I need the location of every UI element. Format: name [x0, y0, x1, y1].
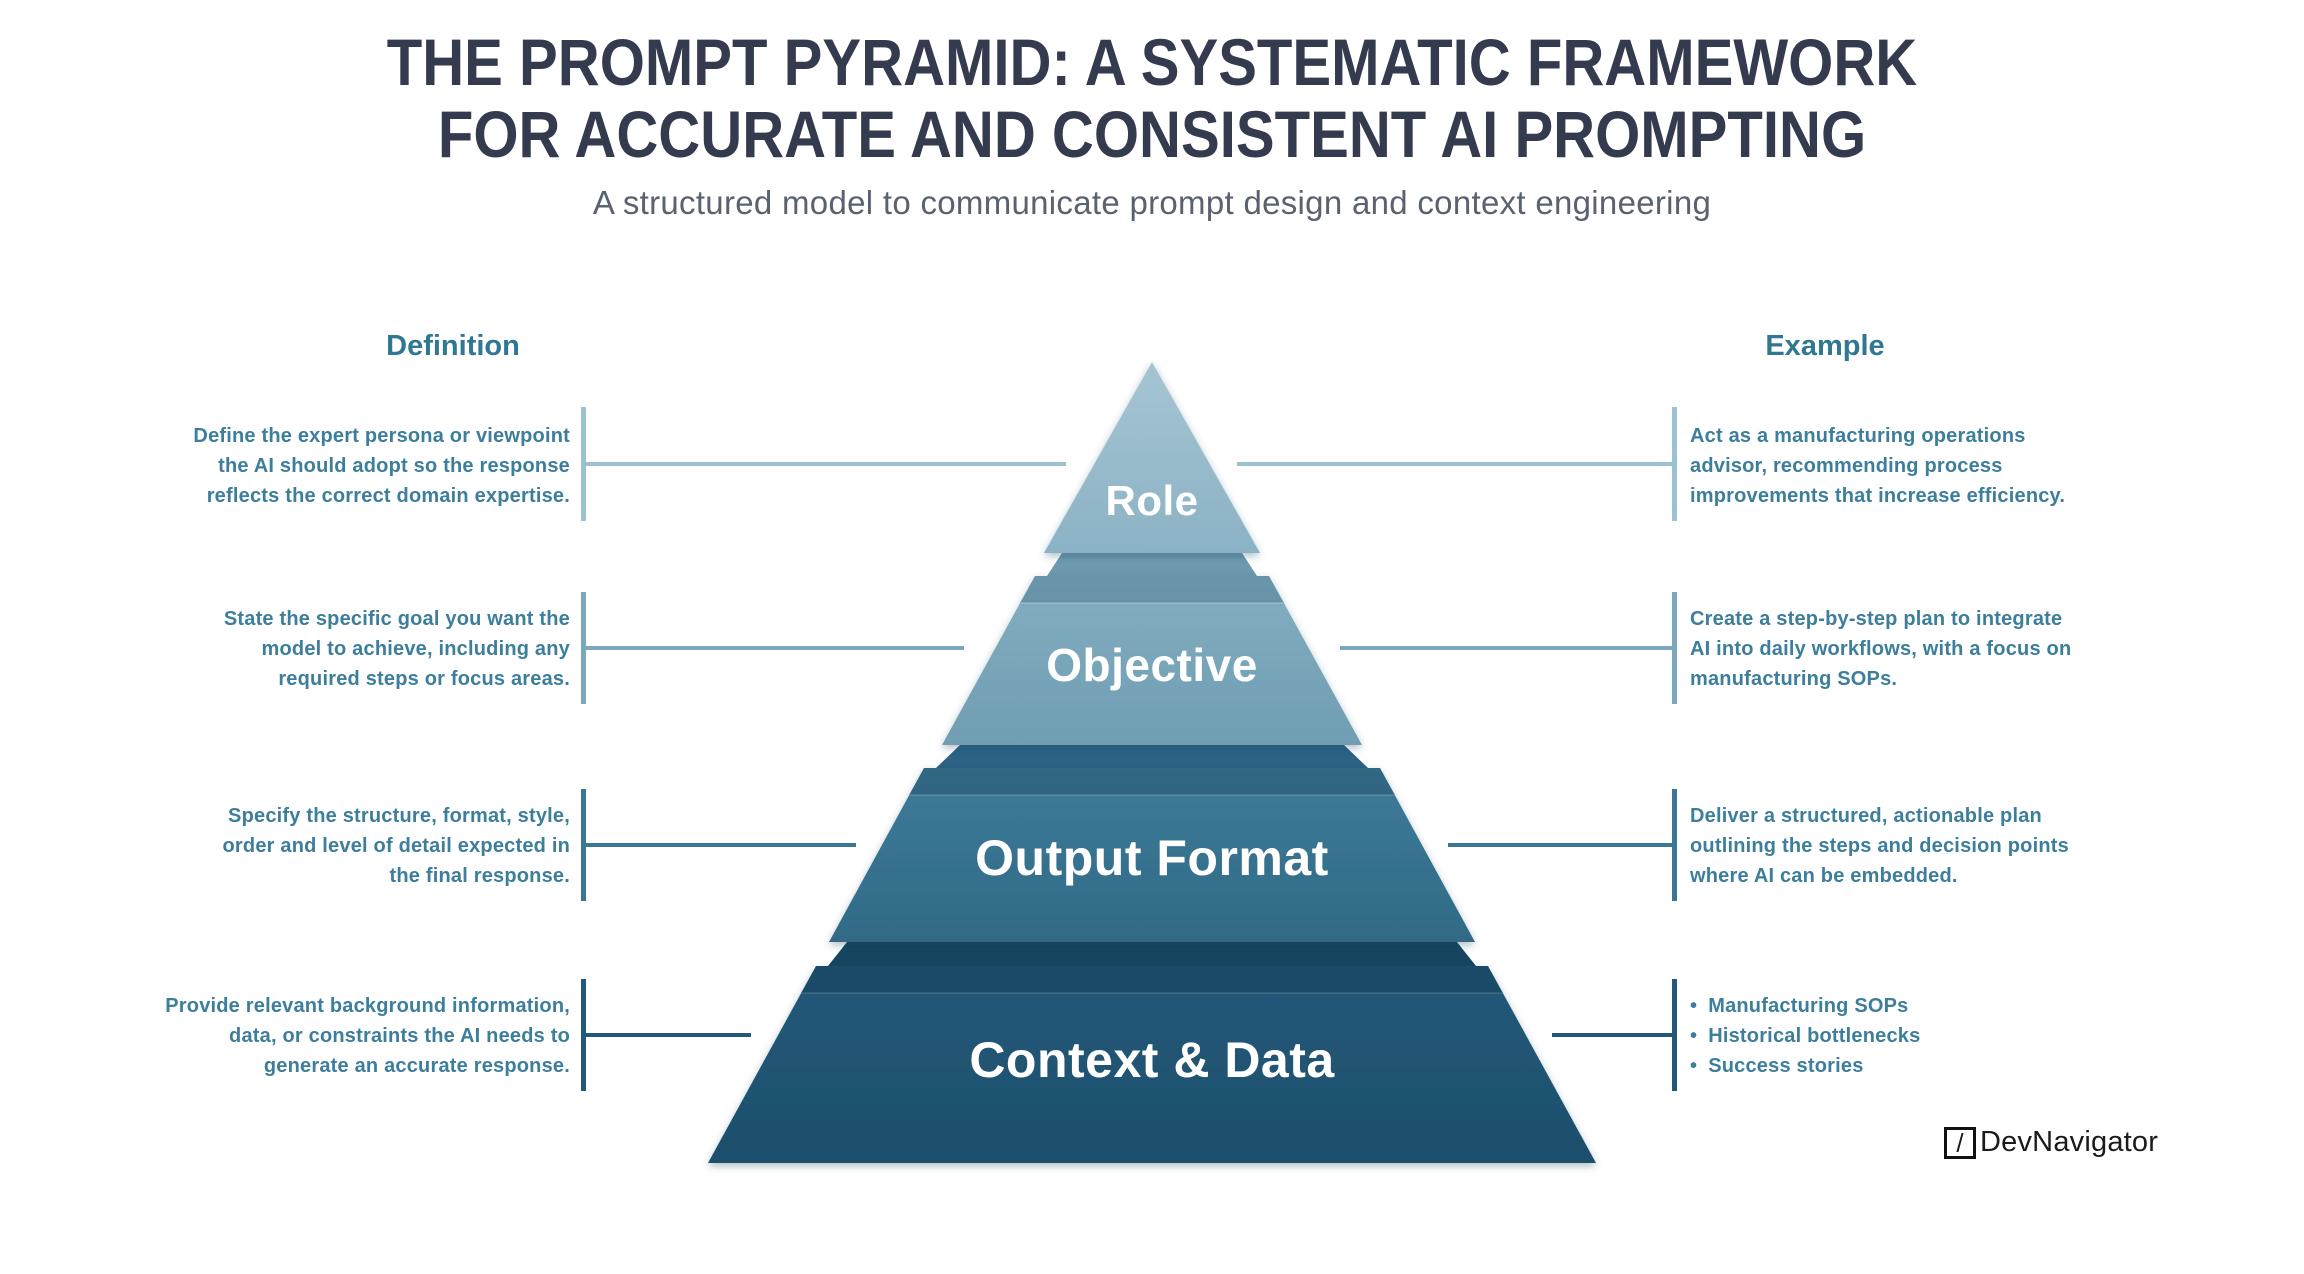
- devnavigator-logo-icon: /: [1944, 1126, 1976, 1159]
- connector-bar-left-output-format: [581, 789, 586, 901]
- page-title: THE PROMPT PYRAMID: A SYSTEMATIC FRAMEWO…: [138, 26, 2166, 170]
- pyramid-neck-2: [936, 745, 1368, 768]
- tier-objective-shape: [942, 576, 1362, 745]
- definition-role-line: reflects the correct domain expertise.: [206, 485, 570, 507]
- example-output-format-line: where AI can be embedded.: [1690, 865, 1958, 887]
- page-title-line-1: THE PROMPT PYRAMID: A SYSTEMATIC FRAMEWO…: [386, 25, 1918, 99]
- tier-context-data-shape: [708, 966, 1596, 1163]
- definition-column-header: Definition: [386, 330, 520, 362]
- example-role-line: Act as a manufacturing operations: [1690, 425, 2026, 447]
- connector-bar-left-context-data: [581, 979, 586, 1091]
- definition-context-data-line: generate an accurate response.: [263, 1055, 570, 1077]
- example-output-format-line: Deliver a structured, actionable plan: [1690, 805, 2042, 827]
- tier-objective-label: Objective: [1046, 639, 1258, 691]
- definition-objective: State the specific goal you want the mod…: [100, 604, 570, 694]
- bullet-text: Manufacturing SOPs: [1708, 995, 1909, 1017]
- tier-role-shape: [1044, 362, 1260, 553]
- connector-line-right-role: [1237, 462, 1672, 466]
- tier-context-data-label: Context & Data: [969, 1032, 1335, 1088]
- example-objective-line: AI into daily workflows, with a focus on: [1690, 638, 2072, 660]
- example-output-format: Deliver a structured, actionable plan ou…: [1690, 801, 2160, 891]
- example-role: Act as a manufacturing operations adviso…: [1690, 421, 2160, 511]
- definition-output-format-line: Specify the structure, format, style,: [228, 805, 570, 827]
- bullet-text: Historical bottlenecks: [1708, 1025, 1921, 1047]
- connector-line-left-context-data: [586, 1033, 751, 1037]
- example-role-line: advisor, recommending process: [1690, 455, 2003, 477]
- connector-line-right-output-format: [1448, 843, 1672, 847]
- tier-output-format-label: Output Format: [975, 830, 1329, 886]
- example-role-line: improvements that increase efficiency.: [1690, 485, 2066, 507]
- example-objective-line: Create a step-by-step plan to integrate: [1690, 608, 2063, 630]
- connector-bar-right-objective: [1672, 592, 1677, 704]
- bullet-icon: •: [1690, 995, 1698, 1017]
- definition-objective-line: model to achieve, including any: [261, 638, 570, 660]
- connector-bar-right-role: [1672, 407, 1677, 521]
- definition-context-data: Provide relevant background information,…: [100, 991, 570, 1081]
- bullet-item: • Manufacturing SOPs: [1690, 991, 2160, 1021]
- tier-output-format-shape: [829, 768, 1475, 942]
- brand-footer: / DevNavigator: [1944, 1126, 2158, 1159]
- page-subtitle: A structured model to communicate prompt…: [592, 184, 1712, 221]
- connector-bar-right-context-data: [1672, 979, 1677, 1091]
- prompt-pyramid: Role Objective Output Format Context & D…: [708, 362, 1596, 1163]
- definition-role-line: Define the expert persona or viewpoint: [193, 425, 570, 447]
- definition-role-line: the AI should adopt so the response: [218, 455, 570, 477]
- example-context-data-bullets: • Manufacturing SOPs • Historical bottlene…: [1690, 991, 2160, 1081]
- tier-objective-top-lip: [1020, 576, 1284, 603]
- example-objective: Create a step-by-step plan to integrate …: [1690, 604, 2160, 694]
- tier-output-format-top-lip: [909, 768, 1395, 795]
- example-column-header: Example: [1765, 330, 1885, 362]
- page-title-line-2: FOR ACCURATE AND CONSISTENT AI PROMPTING: [437, 97, 1867, 171]
- bullet-item: • Historical bottlenecks: [1690, 1021, 2160, 1051]
- connector-line-right-context-data: [1552, 1033, 1672, 1037]
- definition-output-format-line: order and level of detail expected in: [222, 835, 570, 857]
- connector-bar-left-role: [581, 407, 586, 521]
- connector-line-right-objective: [1340, 646, 1672, 650]
- definition-objective-line: required steps or focus areas.: [278, 668, 570, 690]
- pyramid-neck-3: [828, 942, 1476, 966]
- connector-bar-left-objective: [581, 592, 586, 704]
- bullet-icon: •: [1690, 1055, 1698, 1077]
- definition-objective-line: State the specific goal you want the: [223, 608, 570, 630]
- example-output-format-line: outlining the steps and decision points: [1690, 835, 2069, 857]
- brand-name: DevNavigator: [1980, 1126, 2159, 1158]
- tier-role-label: Role: [1105, 477, 1198, 524]
- connector-line-left-objective: [586, 646, 964, 650]
- bullet-icon: •: [1690, 1025, 1698, 1047]
- connector-bar-right-output-format: [1672, 789, 1677, 901]
- pyramid-neck-1: [1047, 553, 1257, 576]
- definition-output-format: Specify the structure, format, style, or…: [100, 801, 570, 891]
- tier-context-data-top-lip: [801, 966, 1503, 993]
- bullet-text: Success stories: [1708, 1055, 1864, 1077]
- definition-context-data-line: Provide relevant background information,: [165, 995, 570, 1017]
- definition-role: Define the expert persona or viewpoint t…: [100, 421, 570, 511]
- bullet-item: • Success stories: [1690, 1051, 2160, 1081]
- connector-line-left-output-format: [586, 843, 856, 847]
- definition-context-data-line: data, or constraints the AI needs to: [229, 1025, 570, 1047]
- example-objective-line: manufacturing SOPs.: [1690, 668, 1898, 690]
- definition-output-format-line: the final response.: [389, 865, 570, 887]
- connector-line-left-role: [586, 462, 1066, 466]
